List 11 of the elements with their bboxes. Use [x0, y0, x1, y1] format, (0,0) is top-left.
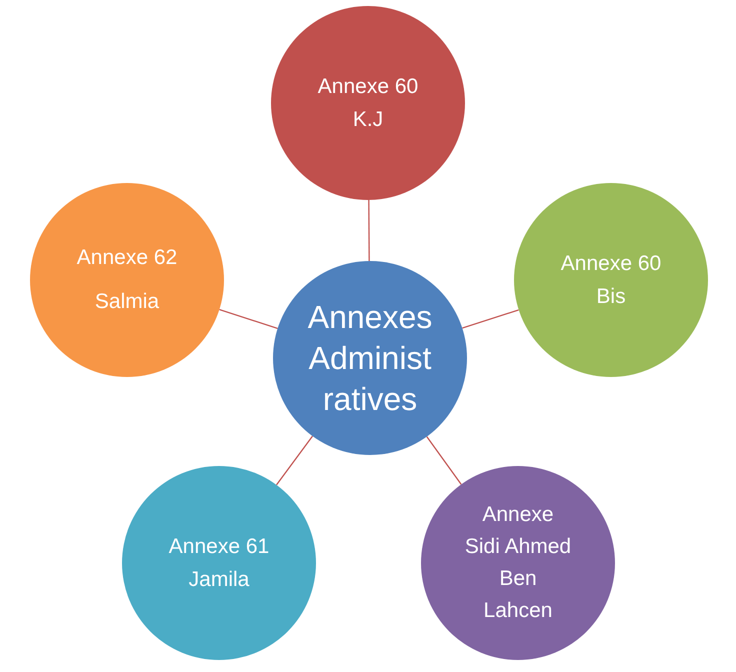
- connector-line: [368, 200, 370, 261]
- node-label: Annexe 60 K.J: [316, 74, 420, 133]
- node-label: Annexe 61 Jamila: [168, 534, 270, 593]
- node-label: Annexe 60 Bis: [560, 251, 662, 310]
- node-label: Annexes Administ ratives: [306, 298, 434, 418]
- connector-line: [219, 309, 278, 329]
- node-label: Annexe Sidi Ahmed Ben Lahcen: [464, 502, 572, 624]
- connector-line: [462, 309, 519, 329]
- node-label: Annexe 62 Salmia: [76, 245, 178, 315]
- connector-line: [276, 436, 313, 486]
- connector-line: [426, 436, 462, 485]
